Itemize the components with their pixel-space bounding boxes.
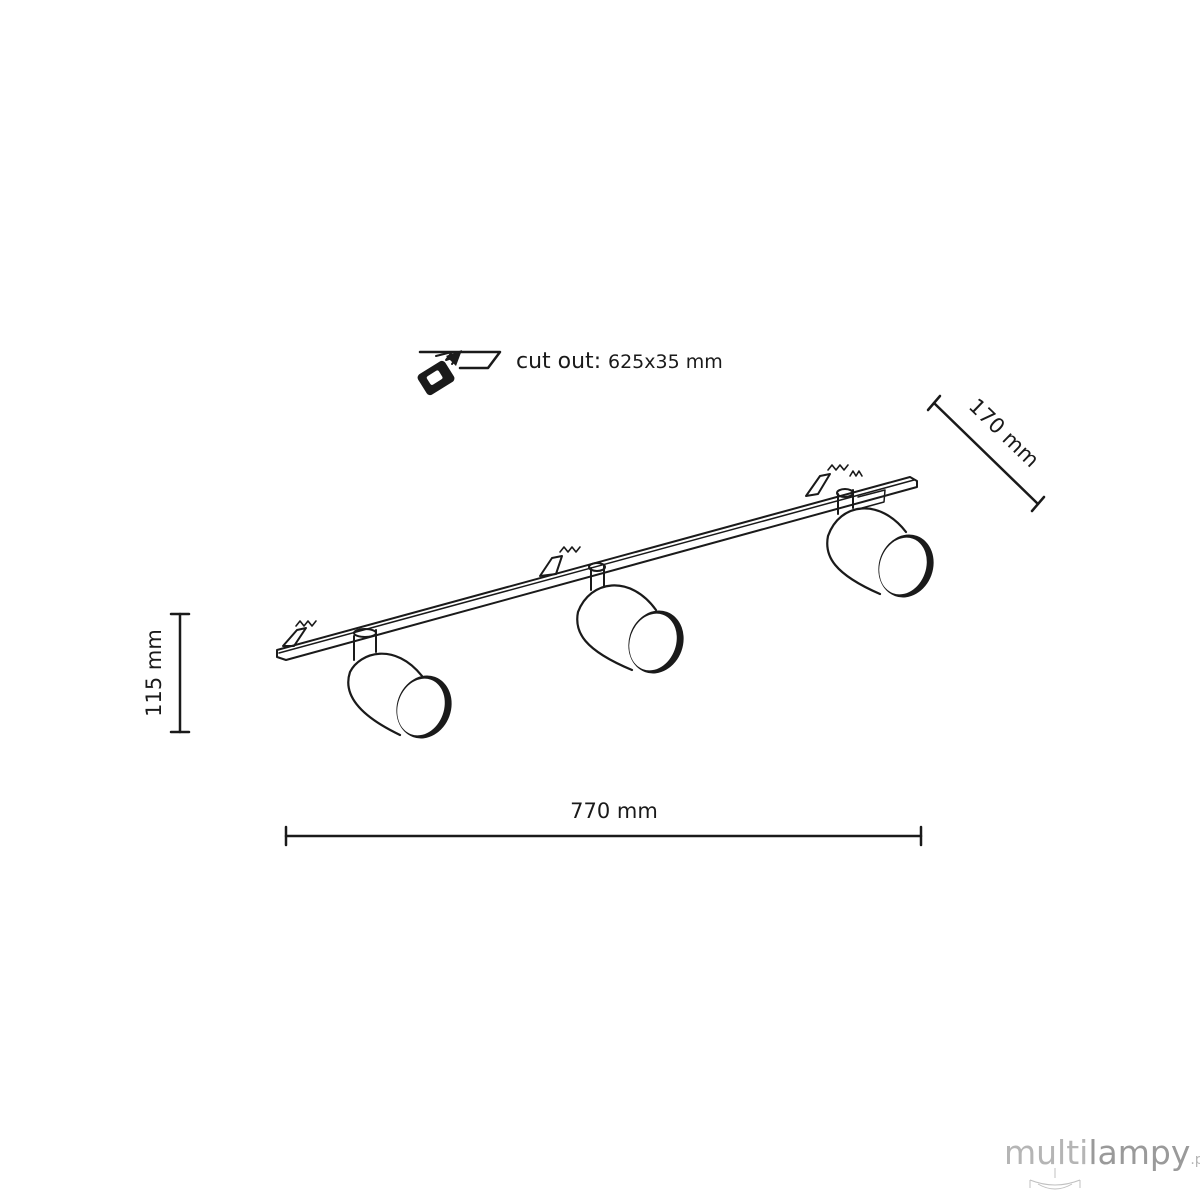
spring-clip-left: [282, 620, 317, 647]
cutout-legend: cut out: 625x35 mm: [417, 349, 723, 396]
mounting-track: [276, 476, 918, 661]
spotlight-2: [576, 562, 684, 674]
width-dimension: 770 mm: [284, 799, 923, 847]
cutout-label: cut out:: [516, 349, 601, 374]
spotlight-1: [347, 628, 452, 739]
cutout-value: 625x35 mm: [608, 351, 723, 373]
height-label: 115 mm: [142, 629, 166, 717]
spring-clip-middle: [539, 546, 581, 577]
spring-clip-right: [805, 464, 863, 497]
chandelier-icon: [1029, 1168, 1081, 1190]
depth-dimension: 170 mm: [926, 394, 1046, 513]
depth-label: 170 mm: [964, 394, 1044, 472]
height-dimension: 115 mm: [142, 612, 191, 734]
width-label: 770 mm: [570, 799, 658, 823]
spotlight-3: [826, 488, 934, 598]
watermark-suffix: .pl: [1190, 1152, 1200, 1168]
svg-text:multilampy.pl: multilampy.pl: [1004, 1133, 1200, 1172]
watermark-brand-b: lampy: [1088, 1133, 1190, 1172]
watermark-logo: multilampy.pl: [1004, 1133, 1200, 1190]
watermark-brand-a: multi: [1004, 1133, 1088, 1172]
saw-cutout-icon: [417, 350, 502, 396]
